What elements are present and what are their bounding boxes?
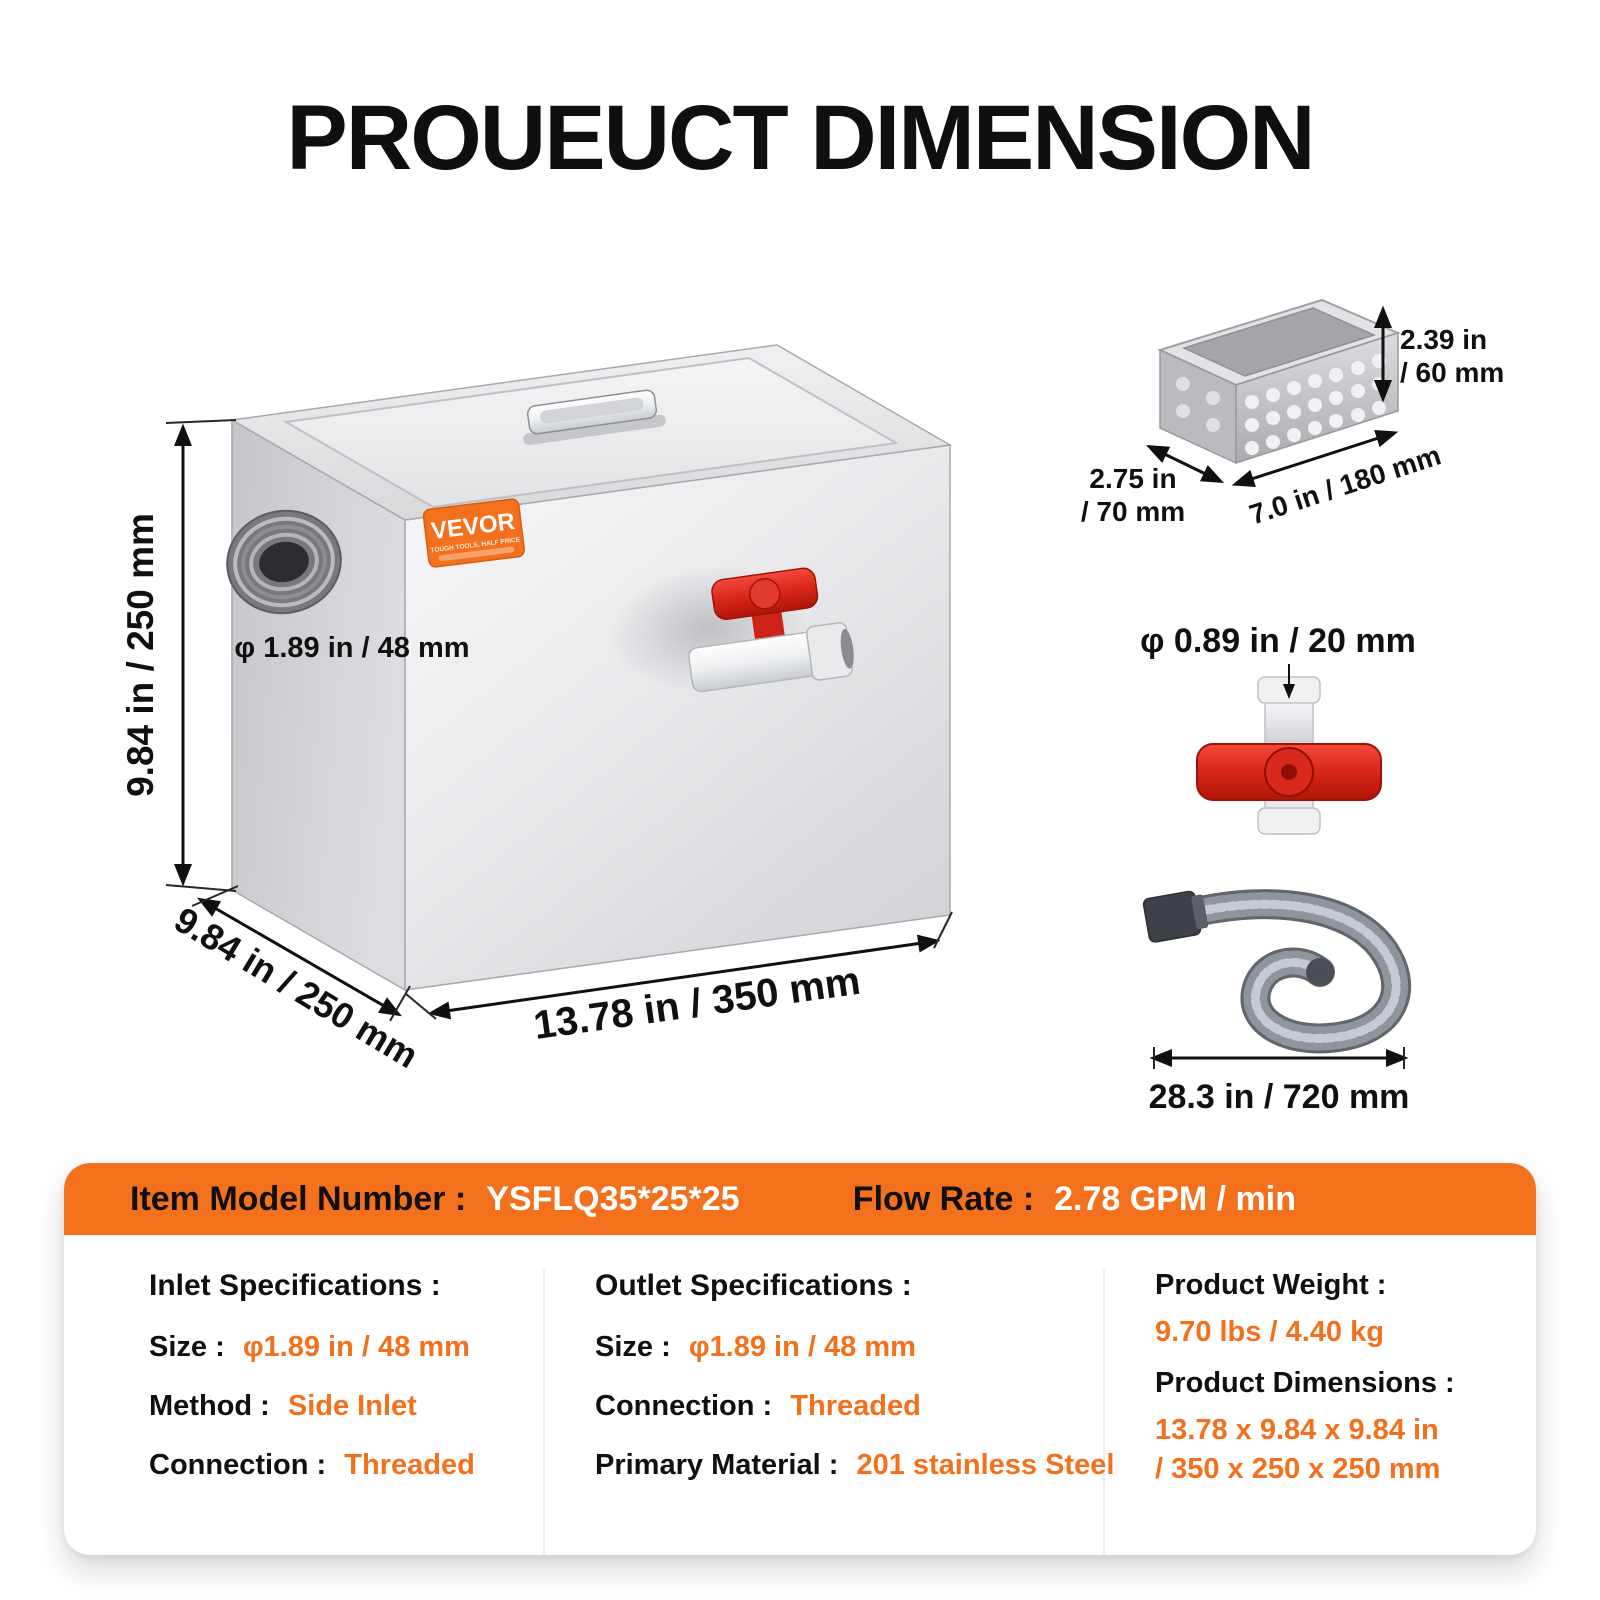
inlet-method-label: Method :	[149, 1390, 270, 1422]
lid-handle	[523, 389, 666, 446]
outlet-specs-title: Outlet Specifications :	[595, 1269, 912, 1302]
valve-opening	[840, 629, 854, 669]
dimension-arrows	[174, 305, 1409, 1067]
brand-badge: VEVOR TOUGH TOOLS, HALF PRICE	[422, 498, 526, 568]
outlet-size-row: Size : φ1.89 in / 48 mm	[595, 1331, 1085, 1364]
spec-header: Item Model Number : YSFLQ35*25*25 Flow R…	[64, 1163, 1536, 1235]
outlet-size-label: Size :	[595, 1331, 671, 1363]
product-illustration: VEVOR TOUGH TOOLS, HALF PRICE	[165, 298, 1412, 1069]
outlet-material-row: Primary Material : 201 stainless Steel	[595, 1449, 1114, 1482]
arrow-basket-length	[1231, 429, 1399, 488]
hose-ribs	[1184, 892, 1409, 1051]
dim-hose-length: 28.3 in / 720 mm	[1148, 1077, 1410, 1116]
flow-rate-group: Flow Rate : 2.78 GPM / min	[853, 1180, 1296, 1219]
outlet-connection-row: Connection : Threaded	[595, 1390, 1085, 1423]
dim-basket-width: 2.75 in / 70 mm	[1081, 462, 1185, 528]
inlet-thread-3	[249, 532, 319, 592]
inlet-thread-2	[241, 524, 327, 600]
spare-valve-bottom-coupling	[1257, 807, 1321, 835]
product-weight-label: Product Weight :	[1155, 1269, 1387, 1301]
flow-rate-label: Flow Rate :	[852, 1179, 1035, 1218]
dim-basket-width-line1: 2.75 in	[1089, 462, 1177, 494]
page-title: PROUEUCT DIMENSION	[286, 87, 1315, 189]
spec-body: Inlet Specifications : Size : φ1.89 in /…	[64, 1235, 1536, 1555]
inlet-specs-column: Inlet Specifications : Size : φ1.89 in /…	[64, 1269, 545, 1555]
handle-slot	[523, 414, 666, 446]
dim-basket-height: 2.39 in / 60 mm	[1400, 323, 1504, 389]
hose-connector-lip	[1191, 894, 1209, 930]
dim-basket-height-line1: 2.39 in	[1400, 323, 1488, 355]
product-weight-value: 9.70 lbs / 4.40 kg	[1155, 1316, 1384, 1348]
inlet-size-value: φ1.89 in / 48 mm	[242, 1331, 470, 1363]
inlet-connection-value: Threaded	[344, 1449, 475, 1481]
brand-badge-line	[438, 546, 515, 562]
outlet-size-value: φ1.89 in / 48 mm	[688, 1331, 916, 1363]
model-number-label: Item Model Number :	[130, 1179, 467, 1218]
arrow-box-depth	[197, 897, 402, 1017]
inlet-connection-row: Connection : Threaded	[149, 1449, 525, 1482]
inlet-size-row: Size : φ1.89 in / 48 mm	[149, 1331, 525, 1364]
outlet-material-value: 201 stainless Steel	[856, 1449, 1115, 1481]
product-info-column: Product Weight : 9.70 lbs / 4.40 kg Prod…	[1105, 1269, 1536, 1555]
inlet-method-row: Method : Side Inlet	[149, 1390, 525, 1423]
valve-handle-cap	[749, 578, 781, 610]
arrow-basket-width	[1145, 445, 1225, 483]
outlet-connection-label: Connection :	[595, 1390, 773, 1422]
box-outlet-valve	[608, 565, 854, 693]
dim-valve-diameter: φ 0.89 in / 20 mm	[1140, 621, 1416, 660]
brand-badge-bg	[422, 498, 526, 568]
flow-rate-value: 2.78 GPM / min	[1054, 1179, 1296, 1218]
grease-trap-box: VEVOR TOUGH TOOLS, HALF PRICE	[226, 344, 953, 992]
inlet-pipe	[226, 509, 342, 615]
valve-coupling	[805, 622, 853, 681]
dim-basket-width-line2: / 70 mm	[1080, 496, 1186, 527]
hose-open-end	[1306, 958, 1334, 986]
arrow-box-width	[427, 934, 941, 1020]
outlet-connection-value: Threaded	[790, 1390, 921, 1422]
model-number-value: YSFLQ35*25*25	[486, 1179, 740, 1218]
inlet-method-value: Side Inlet	[287, 1390, 417, 1422]
product-dimensions-value-line2: / 350 x 250 x 250 mm	[1155, 1453, 1441, 1485]
dim-basket-height-line2: / 60 mm	[1400, 357, 1505, 388]
inlet-specs-title: Inlet Specifications :	[149, 1269, 441, 1302]
handle-bar-highlight	[540, 397, 644, 424]
hose	[1142, 889, 1412, 1054]
outlet-material-label: Primary Material :	[595, 1449, 839, 1481]
extension-ticks	[165, 419, 1405, 1069]
product-dimensions-value-line1: 13.78 x 9.84 x 9.84 in	[1155, 1414, 1439, 1446]
inlet-size-label: Size :	[149, 1331, 225, 1363]
hose-highlight	[1191, 899, 1401, 1043]
spare-valve	[1196, 676, 1382, 835]
dim-inlet-diameter: φ 1.89 in / 48 mm	[234, 631, 470, 664]
spare-valve-hub-dot	[1281, 764, 1297, 780]
product-dimensions-label: Product Dimensions :	[1155, 1367, 1455, 1399]
inlet-connection-label: Connection :	[149, 1449, 327, 1481]
outlet-specs-column: Outlet Specifications : Size : φ1.89 in …	[545, 1269, 1114, 1555]
inlet-bore	[259, 541, 309, 583]
dim-box-height: 9.84 in / 250 mm	[120, 513, 162, 797]
model-number-group: Item Model Number : YSFLQ35*25*25	[130, 1180, 740, 1219]
basket	[1157, 298, 1401, 465]
inlet-thread-1	[233, 516, 335, 608]
hose-connector	[1142, 890, 1209, 943]
spec-card: Item Model Number : YSFLQ35*25*25 Flow R…	[64, 1163, 1536, 1555]
